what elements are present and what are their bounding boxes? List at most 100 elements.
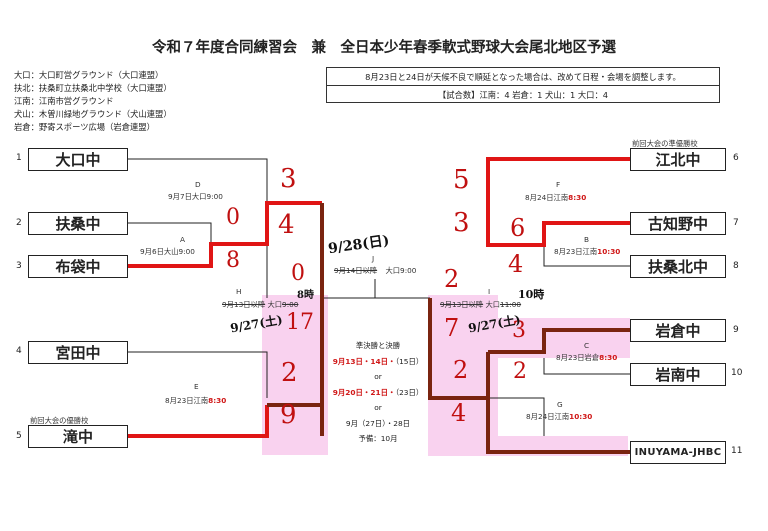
score-h-taki: 17 xyxy=(286,310,314,335)
match-time: 10:30 xyxy=(597,247,621,256)
semifinal-paths xyxy=(267,203,630,454)
match-id: J xyxy=(372,254,375,263)
previous-champion-note: 前回大会の優勝校 xyxy=(30,416,89,425)
team-box-miyata: 宮田中 xyxy=(28,341,128,364)
team-box-hotei: 布袋中 xyxy=(28,255,128,278)
score-e-miyata: 2 xyxy=(281,358,298,388)
team-seed: 1 xyxy=(16,153,22,163)
final-option-1-dates: 9月13日・14日・ xyxy=(332,356,396,366)
team-box-fusokita: 扶桑北中 xyxy=(630,255,726,278)
score-a-hotei: 8 xyxy=(226,248,240,273)
final-option-1: 9月13日・14日・（15日） xyxy=(318,354,438,370)
match-info-c: 8月23日岩倉8:30 xyxy=(556,353,617,363)
match-time: 8:30 xyxy=(568,193,587,202)
previous-runnerup-note: 前回大会の準優勝校 xyxy=(632,139,698,148)
match-id: H xyxy=(236,287,242,296)
match-info-i: 9月13日以降 大口11:00 xyxy=(440,300,521,310)
score-d-hotei: 4 xyxy=(278,210,295,240)
match-info-e: 8月23日江南8:30 xyxy=(165,396,226,406)
match-time: 8:30 xyxy=(599,353,618,362)
notice-game-count: 【試合数】江南：4 岩倉：1 犬山：1 大口：4 xyxy=(437,90,609,100)
match-time-struck: 11:00 xyxy=(500,300,522,309)
score-f-kohoku: 5 xyxy=(453,165,470,195)
match-date-struck: 9月13日以降 xyxy=(222,300,266,309)
final-or: or xyxy=(374,372,382,381)
final-option-1-extra: （15日） xyxy=(395,356,424,366)
match-date: 8月23日江南 xyxy=(165,396,209,405)
match-id: B xyxy=(584,235,590,244)
score-i-kohoku: 2 xyxy=(444,265,460,293)
team-seed: 5 xyxy=(16,431,22,441)
score-i-inuyama: 7 xyxy=(444,314,460,342)
team-box-taki: 滝中 xyxy=(28,425,128,448)
match-id: D xyxy=(195,180,201,189)
score-e-taki: 9 xyxy=(280,400,297,430)
notice-box: 8月23日と24日が天候不良で順延となった場合は、改めて日程・会場を調整します。… xyxy=(326,67,720,103)
handwritten-i-time: 10時 xyxy=(518,288,545,301)
match-time-struck: 9:00 xyxy=(282,300,299,309)
final-option-2-dates: 9月20日・21日・ xyxy=(332,387,396,397)
match-info: 9月6日大山9:00 xyxy=(140,247,195,256)
final-option-2-extra: （23日） xyxy=(395,387,424,397)
venue-line: 犬山：木曽川緑地グラウンド（犬山連盟） xyxy=(14,109,172,119)
team-box-iwanami: 岩南中 xyxy=(630,363,726,386)
score-c-iwanami: 2 xyxy=(513,359,527,384)
venue-line: 岩倉：野寄スポーツ広場（岩倉連盟） xyxy=(14,122,155,132)
venue-line: 江南：江南市営グラウンド xyxy=(14,96,114,106)
team-box-kochino: 古知野中 xyxy=(630,212,726,235)
score-g-inuyama: 4 xyxy=(451,399,467,427)
match-date: 8月23日江南 xyxy=(554,247,598,256)
match-id: A xyxy=(180,235,185,244)
score-d-oguchi: 3 xyxy=(280,164,297,194)
final-schedule: 準決勝と決勝 9月13日・14日・（15日） or 9月20日・21日・（23日… xyxy=(318,338,438,447)
team-box-inuyama: INUYAMA-JHBC xyxy=(630,441,726,464)
match-venue: 大口 xyxy=(485,300,501,309)
handwritten-h-time: 8時 xyxy=(297,290,314,301)
final-reserve: 予備：10月 xyxy=(358,434,398,443)
match-date: 8月23日岩倉 xyxy=(556,353,600,362)
match-date-struck: 9月14日以降 xyxy=(334,266,378,275)
venue-line: 扶北：扶桑町立扶桑北中学校（大口連盟） xyxy=(14,83,172,93)
team-seed: 2 xyxy=(16,218,22,228)
match-info: 9月7日大口9:00 xyxy=(168,192,223,201)
team-seed: 7 xyxy=(733,218,739,228)
score-b-kochino: 6 xyxy=(510,214,526,242)
match-time: 10:30 xyxy=(569,412,593,421)
notice-weather: 8月23日と24日が天候不良で順延となった場合は、改めて日程・会場を調整します。 xyxy=(365,72,681,82)
team-seed: 9 xyxy=(733,325,739,335)
final-option-3: 9月（27日）・28日 xyxy=(345,418,411,428)
match-id: C xyxy=(584,341,590,350)
match-date: 8月24日江南 xyxy=(525,193,569,202)
final-or: or xyxy=(374,403,382,412)
final-option-2: 9月20日・21日・（23日） xyxy=(318,385,438,401)
team-box-kohoku: 江北中 xyxy=(630,148,726,171)
venue-line: 大口：大口町営グラウンド（大口連盟） xyxy=(14,70,164,80)
score-h-hotei: 0 xyxy=(291,261,305,286)
team-seed: 11 xyxy=(731,446,743,456)
match-id: E xyxy=(194,382,199,391)
page-title: 令和７年度合同練習会 兼 全日本少年春季軟式野球大会尾北地区予選 xyxy=(152,40,616,56)
team-seed: 6 xyxy=(733,153,739,163)
match-info-b: 8月23日江南10:30 xyxy=(554,247,620,257)
match-date: 8月24日江南 xyxy=(526,412,570,421)
team-box-fuso: 扶桑中 xyxy=(28,212,128,235)
team-seed: 8 xyxy=(733,261,739,271)
match-info-j: 9月14日以降 大口9:00 xyxy=(334,266,416,276)
match-date-struck: 9月13日以降 xyxy=(440,300,484,309)
match-info-f: 8月24日江南8:30 xyxy=(525,193,586,203)
score-f-kochino: 3 xyxy=(453,208,470,238)
highlight-left-semi xyxy=(262,295,328,455)
match-info-g: 8月24日江南10:30 xyxy=(526,412,592,422)
team-seed: 10 xyxy=(731,368,743,378)
score-c-iwakura: 3 xyxy=(512,318,526,343)
match-id: G xyxy=(557,400,563,409)
final-heading: 準決勝と決勝 xyxy=(355,341,401,350)
match-id: I xyxy=(488,287,491,296)
match-venue: 大口9:00 xyxy=(385,266,417,275)
match-id: F xyxy=(556,180,561,189)
match-info-h: 9月13日以降 大口9:00 xyxy=(222,300,298,310)
team-seed: 4 xyxy=(16,346,22,356)
winner-paths xyxy=(128,157,630,438)
